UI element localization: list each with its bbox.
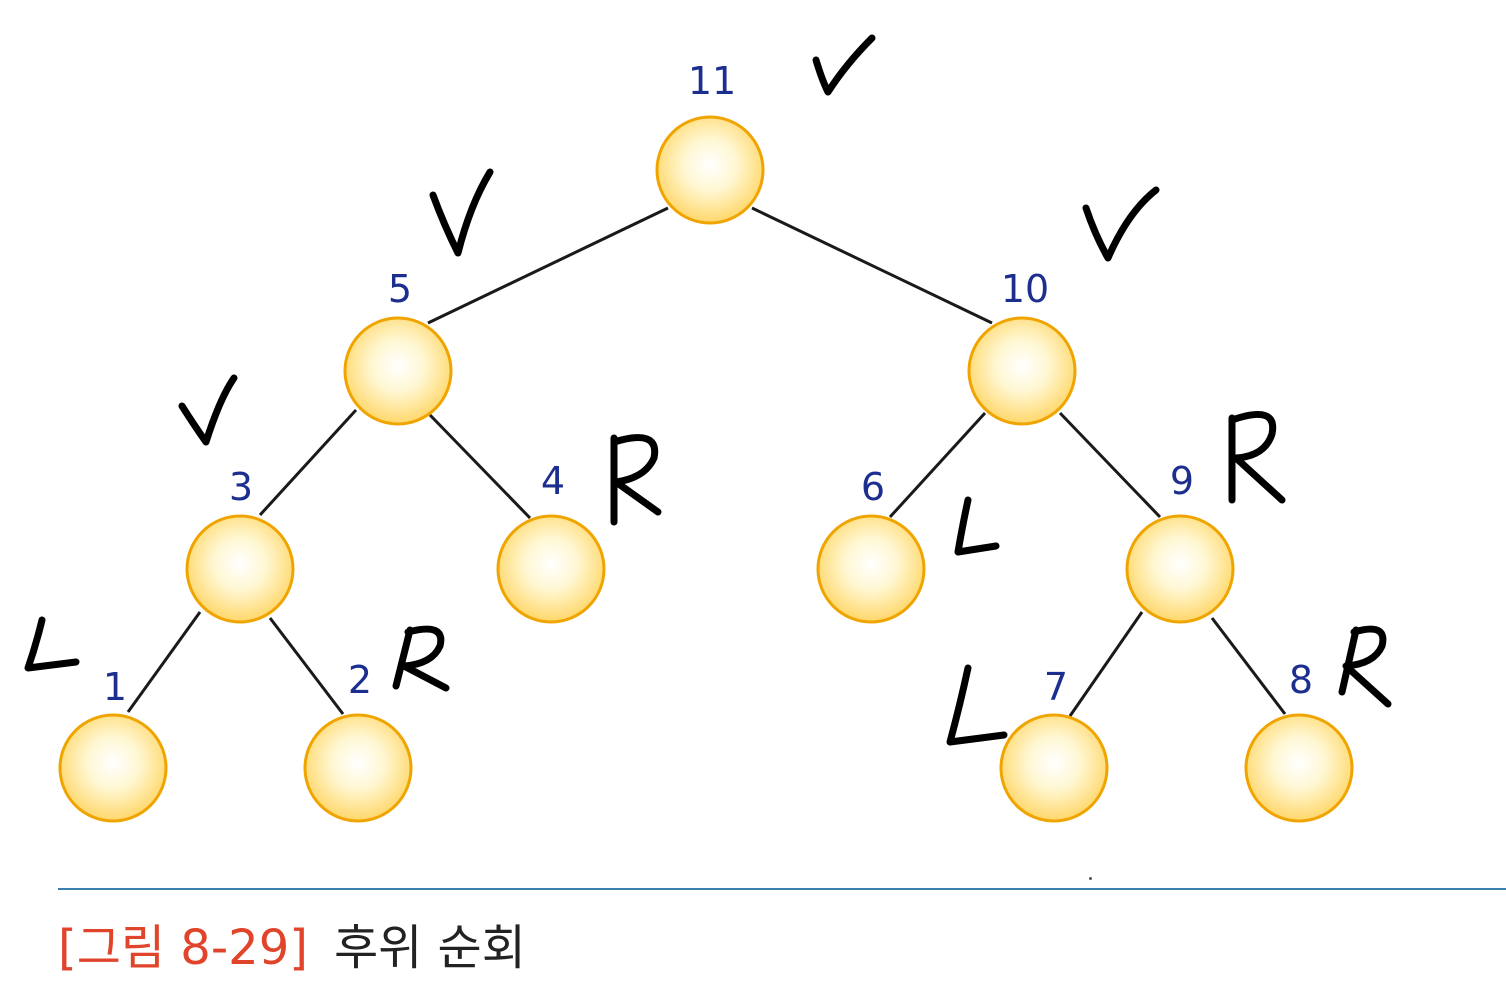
order-label-RR: 9: [1170, 459, 1194, 503]
mark-R-check: [1082, 186, 1160, 262]
order-label-root: 11: [688, 59, 736, 103]
tree-node-11: [655, 115, 765, 225]
tree-node-9: [1125, 514, 1235, 624]
edge-root-L: [427, 206, 669, 325]
handwritten-marks: [24, 34, 1392, 746]
mark-L-check: [429, 168, 494, 257]
tree-edges: [126, 206, 1287, 717]
edge-RR-RRR: [1210, 617, 1287, 715]
caption-divider: [58, 888, 1506, 890]
tree-node-7: [999, 713, 1109, 823]
tree-node-6: [816, 514, 926, 624]
figure-title: 후위 순회: [333, 920, 526, 976]
mark-LL-check: [178, 374, 238, 446]
tree-node-10: [967, 316, 1077, 426]
mark-LLR-R: [392, 625, 450, 692]
tree-node-3: [185, 514, 295, 624]
postorder-tree-diagram: 11 5 10 3 4 6 9 1 2 7 8: [24, 34, 1392, 823]
figure-number: [그림 8-29]: [58, 920, 308, 976]
tree-nodes: [58, 115, 1354, 823]
edge-R-RR: [1058, 411, 1162, 519]
mark-root-check: [812, 34, 876, 96]
edge-R-RL: [888, 411, 987, 519]
order-labels: 11 5 10 3 4 6 9 1 2 7 8: [103, 59, 1313, 709]
scan-speck: [1089, 877, 1092, 880]
mark-RRL-L: [946, 664, 1008, 746]
edge-LL-LLL: [126, 611, 202, 713]
figure-caption: [그림 8-29] 후위 순회: [58, 908, 526, 978]
order-label-LLL: 1: [103, 665, 127, 709]
edge-L-LL: [258, 408, 358, 517]
tree-node-8: [1244, 713, 1354, 823]
order-label-RL: 6: [861, 465, 885, 509]
edge-RR-RRL: [1068, 611, 1144, 717]
order-label-LLR: 2: [348, 658, 372, 702]
edge-root-R: [751, 206, 993, 325]
order-label-RRR: 8: [1289, 658, 1313, 702]
order-label-RRL: 7: [1044, 665, 1068, 709]
edge-L-LR: [428, 413, 532, 520]
tree-node-2: [303, 713, 413, 823]
order-label-R: 10: [1001, 267, 1049, 311]
edge-LL-LLR: [268, 617, 345, 715]
mark-LLL-L: [24, 616, 80, 672]
tree-node-5: [343, 316, 453, 426]
order-label-LL: 3: [229, 465, 253, 509]
mark-RR-R: [1228, 410, 1286, 504]
order-label-LR: 4: [541, 459, 565, 503]
tree-node-4: [496, 514, 606, 624]
order-label-L: 5: [388, 267, 412, 311]
mark-RRR-R: [1338, 625, 1392, 708]
mark-RL-L: [954, 496, 1000, 556]
mark-LR-R: [610, 434, 662, 526]
tree-node-1: [58, 713, 168, 823]
